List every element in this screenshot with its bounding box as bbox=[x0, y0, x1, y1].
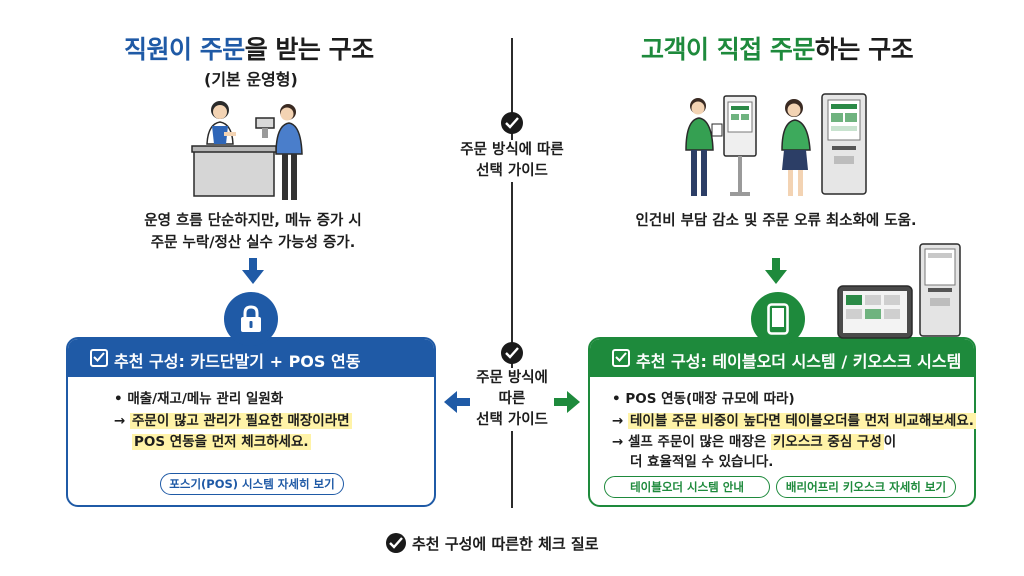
lock-badge bbox=[224, 292, 278, 346]
left-title: 직원이 주문을 받는 구조 bbox=[124, 30, 374, 66]
arrow-prefix: → bbox=[612, 413, 629, 429]
right-recommend-panel: 추천 구성: 테이블오더 시스템 / 키오스크 시스템 • POS 연동(매장 … bbox=[588, 337, 976, 507]
check-icon bbox=[501, 112, 523, 134]
tablet-kiosk-illustration bbox=[837, 243, 961, 339]
down-arrow-icon bbox=[242, 258, 264, 284]
guide-line: 따른 bbox=[498, 391, 526, 407]
highlight-text: 주문이 많고 관리가 필요한 매장이라면 bbox=[130, 413, 352, 429]
line-suffix: 이 bbox=[883, 434, 897, 450]
down-arrow-icon bbox=[765, 258, 787, 284]
highlight-text: POS 연동을 먼저 체크하세요. bbox=[132, 434, 311, 450]
center-guide-top: 주문 방식에 따른 선택 가이드 bbox=[444, 140, 580, 182]
right-description-line: 인건비 부담 감소 및 주문 오류 최소화에 도움. bbox=[635, 213, 917, 229]
left-panel-line-2: POS 연동을 먼저 체크하세요. bbox=[132, 432, 311, 452]
guide-line: 선택 가이드 bbox=[476, 163, 548, 179]
right-title-highlight: 고객이 직접 주문 bbox=[641, 35, 815, 64]
checkbox-icon bbox=[612, 349, 630, 367]
left-subtitle: (기본 운영형) bbox=[204, 70, 298, 89]
right-panel-line-1: → 테이블 주문 비중이 높다면 테이블오더를 먼저 비교해보세요. bbox=[612, 411, 976, 431]
table-order-button[interactable]: 테이블오더 시스템 안내 bbox=[604, 476, 770, 498]
kiosk-customers-illustration bbox=[685, 93, 867, 196]
left-description-line: 주문 누락/정산 실수 가능성 증가. bbox=[150, 235, 356, 251]
tablet-badge bbox=[751, 292, 805, 346]
pos-detail-button[interactable]: 포스기(POS) 시스템 자세히 보기 bbox=[160, 473, 344, 495]
left-recommend-panel: 추천 구성: 카드단말기 + POS 연동 • 매출/재고/메뉴 관리 일원화 … bbox=[66, 337, 436, 507]
right-panel-bullet: • POS 연동(매장 규모에 따라) bbox=[612, 391, 795, 407]
guide-line: 선택 가이드 bbox=[476, 412, 548, 428]
guide-line: 주문 방식에 따른 bbox=[460, 142, 564, 158]
left-arrow-icon bbox=[444, 391, 470, 413]
right-panel-line-3: 더 효율적일 수 있습니다. bbox=[630, 454, 774, 470]
left-panel-bullet: • 매출/재고/메뉴 관리 일원화 bbox=[114, 391, 284, 407]
arrow-prefix: → bbox=[114, 413, 131, 429]
right-title-rest: 하는 구조 bbox=[814, 35, 914, 64]
left-description-line: 운영 흐름 단순하지만, 메뉴 증가 시 bbox=[144, 213, 362, 229]
check-icon bbox=[386, 533, 406, 553]
checkbox-icon bbox=[90, 349, 108, 367]
footer-text: 추천 구성에 따른한 체크 질로 bbox=[412, 535, 599, 553]
footer-note: 추천 구성에 따른한 체크 질로 bbox=[386, 533, 599, 554]
guide-line: 주문 방식에 bbox=[476, 370, 548, 386]
left-title-highlight: 직원이 주문 bbox=[124, 35, 245, 64]
check-icon bbox=[501, 342, 523, 364]
staff-counter-illustration bbox=[191, 101, 303, 200]
barrier-free-kiosk-button[interactable]: 배리어프리 키오스크 자세히 보기 bbox=[776, 476, 956, 498]
right-panel-title: 추천 구성: 테이블오더 시스템 / 키오스크 시스템 bbox=[636, 352, 962, 371]
tablet-icon bbox=[767, 303, 789, 335]
right-description: 인건비 부담 감소 및 주문 오류 최소화에 도움. bbox=[626, 210, 926, 232]
highlight-text: 테이블 주문 비중이 높다면 테이블오더를 먼저 비교해보세요. bbox=[628, 413, 976, 429]
left-description: 운영 흐름 단순하지만, 메뉴 증가 시 주문 누락/정산 실수 가능성 증가. bbox=[128, 210, 378, 254]
right-panel-header: 추천 구성: 테이블오더 시스템 / 키오스크 시스템 bbox=[590, 339, 974, 377]
lock-icon bbox=[241, 305, 261, 332]
right-arrow-icon bbox=[554, 391, 580, 413]
center-divider bbox=[511, 38, 513, 508]
left-panel-title: 추천 구성: 카드단말기 + POS 연동 bbox=[114, 352, 361, 371]
right-title: 고객이 직접 주문하는 구조 bbox=[641, 30, 914, 66]
line-prefix: → 셀프 주문이 많은 매장은 bbox=[612, 434, 772, 450]
center-guide-mid: 주문 방식에 따른 선택 가이드 bbox=[462, 368, 562, 431]
left-title-rest: 을 받는 구조 bbox=[244, 35, 374, 64]
left-panel-line-1: → 주문이 많고 관리가 필요한 매장이라면 bbox=[114, 411, 352, 431]
highlight-text: 키오스크 중심 구성 bbox=[771, 434, 884, 450]
